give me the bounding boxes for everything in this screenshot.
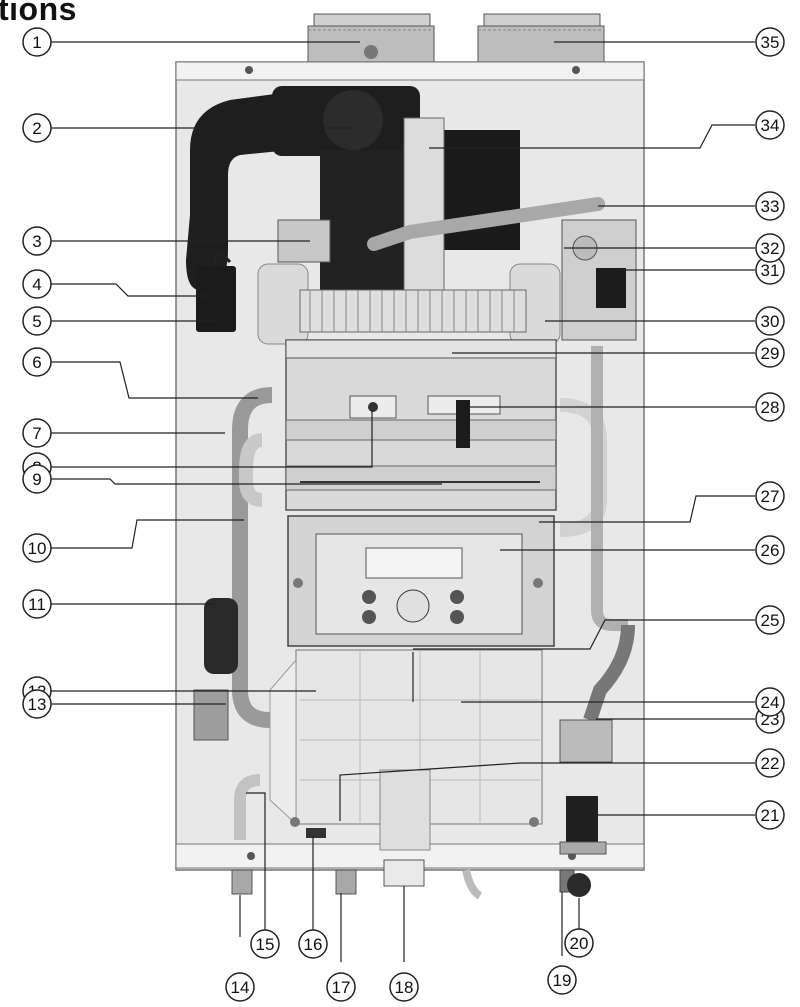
callout-17: 17	[326, 972, 356, 1002]
callout-17-label: 17	[332, 978, 351, 997]
callout-27: 27	[755, 481, 785, 511]
callout-26: 26	[755, 535, 785, 565]
callout-26-label: 26	[761, 541, 780, 560]
callout-13: 13	[22, 689, 52, 719]
callout-9: 9	[22, 464, 52, 494]
expansion-vessel	[204, 598, 238, 674]
callout-27-label: 27	[761, 487, 780, 506]
callout-35-label: 35	[761, 33, 780, 52]
callout-7-label: 7	[32, 424, 41, 443]
callout-20: 20	[564, 928, 594, 958]
callout-31: 31	[755, 255, 785, 285]
callout-29-label: 29	[761, 344, 780, 363]
callout-5-label: 5	[32, 312, 41, 331]
callout-16: 16	[298, 929, 328, 959]
callout-10: 10	[22, 533, 52, 563]
callout-6-label: 6	[32, 353, 41, 372]
callout-19-label: 19	[553, 971, 572, 990]
callout-20-label: 20	[570, 934, 589, 953]
callout-10-label: 10	[28, 539, 47, 558]
heat-exchanger	[285, 339, 557, 511]
callout-14: 14	[225, 972, 255, 1002]
callout-29: 29	[755, 338, 785, 368]
callout-5: 5	[22, 306, 52, 336]
three-way-valve	[193, 689, 229, 741]
callout-21-label: 21	[761, 806, 780, 825]
callout-3: 3	[22, 226, 52, 256]
callout-18: 18	[389, 972, 419, 1002]
flue-collar-left	[307, 13, 435, 67]
callout-32-label: 32	[761, 239, 780, 258]
callout-34: 34	[755, 110, 785, 140]
callout-31-label: 31	[761, 261, 780, 280]
callout-32: 32	[755, 233, 785, 263]
callout-4-label: 4	[32, 275, 41, 294]
callout-22: 22	[755, 748, 785, 778]
callout-34-label: 34	[761, 116, 780, 135]
callout-4: 4	[22, 269, 52, 299]
leader-lines	[49, 41, 755, 962]
page-title: tions	[0, 0, 77, 27]
control-panel	[287, 515, 555, 647]
callout-24: 24	[755, 687, 785, 717]
ignition-transformer	[196, 266, 236, 332]
callout-2-label: 2	[32, 119, 41, 138]
callout-13-label: 13	[28, 695, 47, 714]
callout-1-label: 1	[32, 33, 41, 52]
callout-2: 2	[22, 113, 52, 143]
gas-pipe	[367, 197, 605, 251]
callout-18-label: 18	[395, 978, 414, 997]
callout-15-label: 15	[256, 935, 275, 954]
callout-25: 25	[755, 605, 785, 635]
callout-15: 15	[250, 929, 280, 959]
callout-6: 6	[22, 347, 52, 377]
burner	[299, 289, 527, 333]
callout-11-label: 11	[28, 595, 46, 614]
callout-14-label: 14	[231, 978, 250, 997]
callout-11: 11	[22, 589, 52, 619]
callout-30: 30	[755, 306, 785, 336]
callout-1: 1	[22, 27, 52, 57]
callout-9-label: 9	[32, 470, 41, 489]
boiler-illustration	[175, 13, 645, 900]
callout-22-label: 22	[761, 754, 780, 773]
callout-28-label: 28	[761, 398, 780, 417]
callout-16-label: 16	[304, 935, 323, 954]
callout-35: 35	[755, 27, 785, 57]
callout-24-label: 24	[761, 693, 780, 712]
pump	[559, 719, 613, 855]
callout-30-label: 30	[761, 312, 780, 331]
callout-33-label: 33	[761, 197, 780, 216]
callout-25-label: 25	[761, 611, 780, 630]
callout-7: 7	[22, 418, 52, 448]
callout-19: 19	[547, 965, 577, 995]
condensate-trap	[383, 859, 425, 887]
bottom-connectors	[231, 828, 591, 900]
callout-28: 28	[755, 392, 785, 422]
callout-33: 33	[755, 191, 785, 221]
gas-valve	[561, 219, 637, 341]
callouts: 1 2 3 4 5 6 7 8 9 10 11 12 13 14 15 16 1…	[22, 27, 785, 1002]
callout-3-label: 3	[32, 232, 41, 251]
callout-21: 21	[755, 800, 785, 830]
